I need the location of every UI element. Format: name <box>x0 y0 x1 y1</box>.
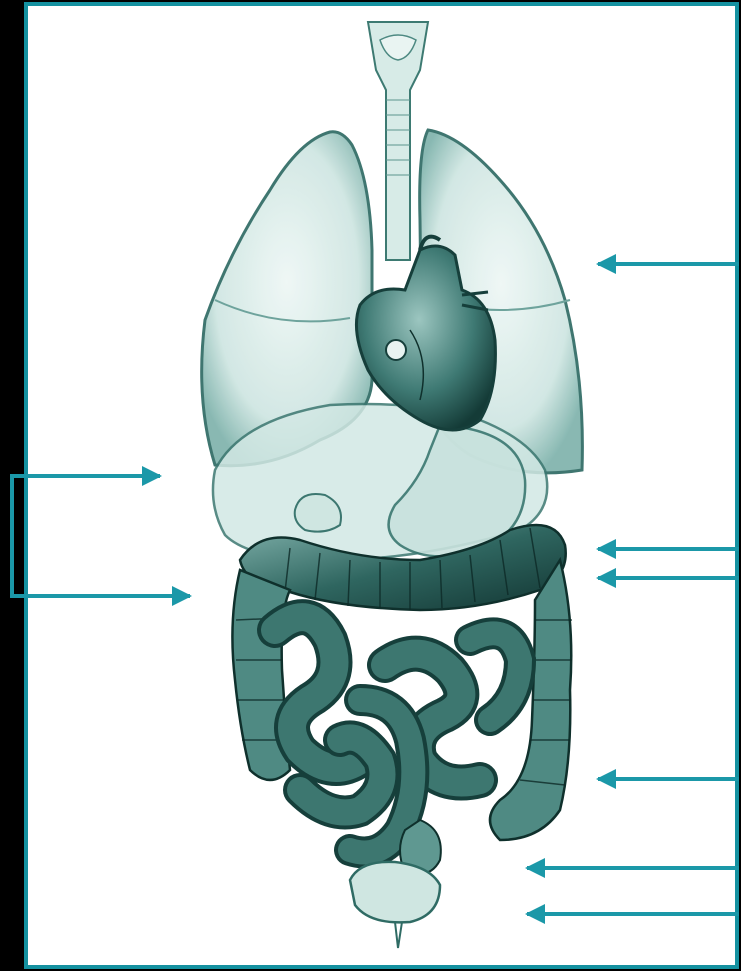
anatomy-diagram <box>0 0 741 971</box>
